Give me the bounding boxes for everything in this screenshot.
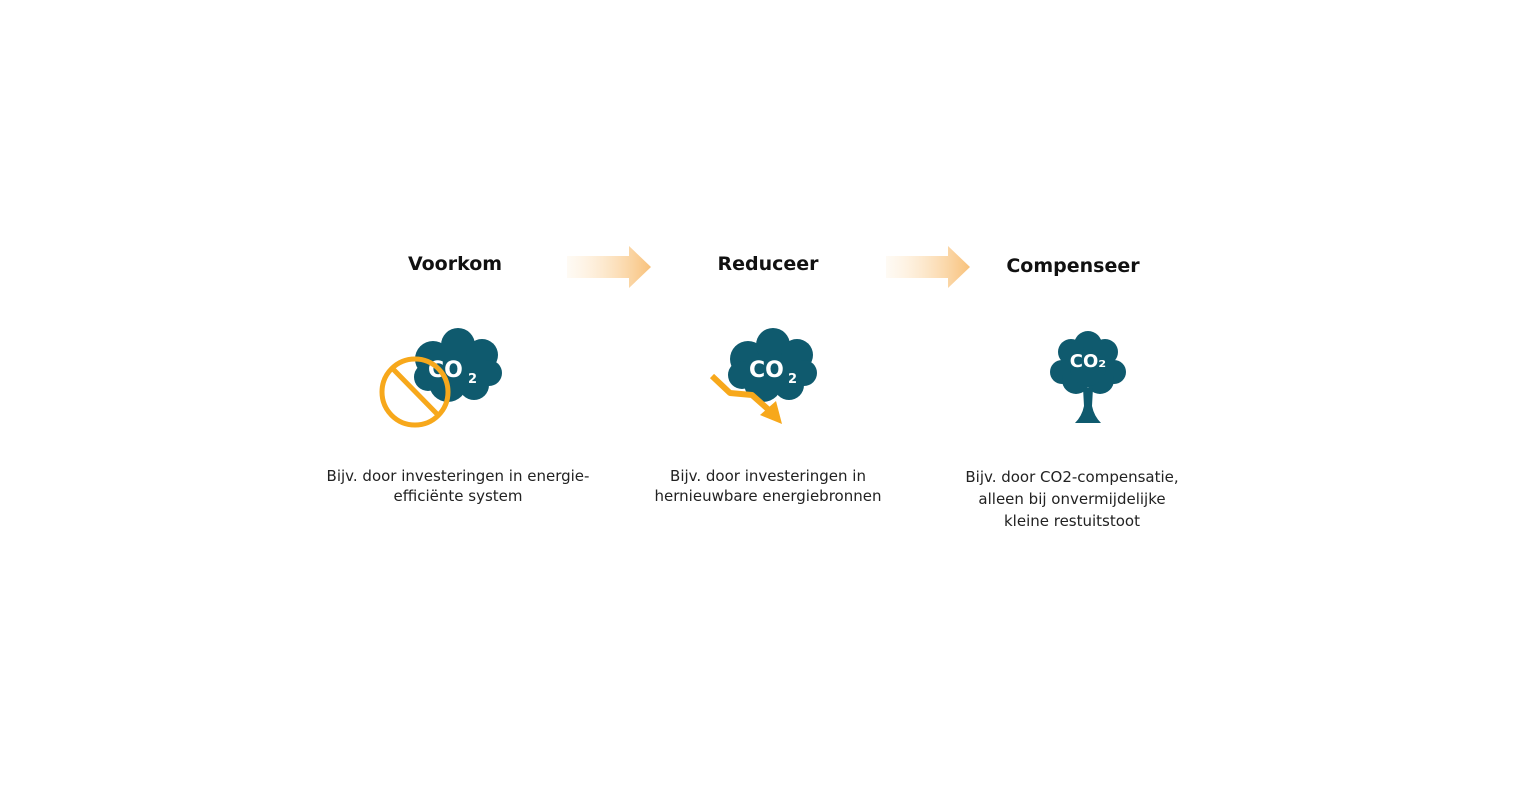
step-description-compenseer: Bijv. door CO2-compensatie, alleen bij o… bbox=[922, 466, 1222, 532]
co2-sub-text: 2 bbox=[468, 372, 477, 387]
description-line: Bijv. door CO2-compensatie, bbox=[965, 468, 1179, 486]
co2-tree-icon: CO₂ bbox=[1050, 331, 1126, 423]
step-title-voorkom: Voorkom bbox=[407, 253, 503, 275]
step-title-compenseer: Compenseer bbox=[1006, 255, 1140, 277]
co2-cloud-decrease-icon: CO 2 bbox=[709, 328, 817, 424]
step-title-reduceer: Reduceer bbox=[717, 253, 819, 275]
co2-cloud-prohibited-icon: CO 2 bbox=[379, 328, 502, 428]
description-line: kleine restuitstoot bbox=[1003, 512, 1140, 530]
description-line: Bijv. door investeringen in bbox=[670, 467, 866, 485]
description-line: hernieuwbare energiebronnen bbox=[654, 487, 882, 505]
step-description-voorkom: Bijv. door investeringen in energie- eff… bbox=[308, 466, 608, 506]
co2-tree-text: CO₂ bbox=[1070, 351, 1106, 372]
co2-main-text: CO bbox=[749, 358, 784, 383]
flow-arrow-right-icon bbox=[567, 246, 651, 288]
flow-arrow-right-icon bbox=[886, 246, 970, 288]
description-line: Bijv. door investeringen in energie- bbox=[326, 467, 590, 485]
description-line: efficiënte system bbox=[393, 487, 523, 505]
co2-sub-text: 2 bbox=[788, 372, 797, 387]
description-line: alleen bij onvermijdelijke bbox=[978, 490, 1166, 508]
step-description-reduceer: Bijv. door investeringen in hernieuwbare… bbox=[618, 466, 918, 506]
